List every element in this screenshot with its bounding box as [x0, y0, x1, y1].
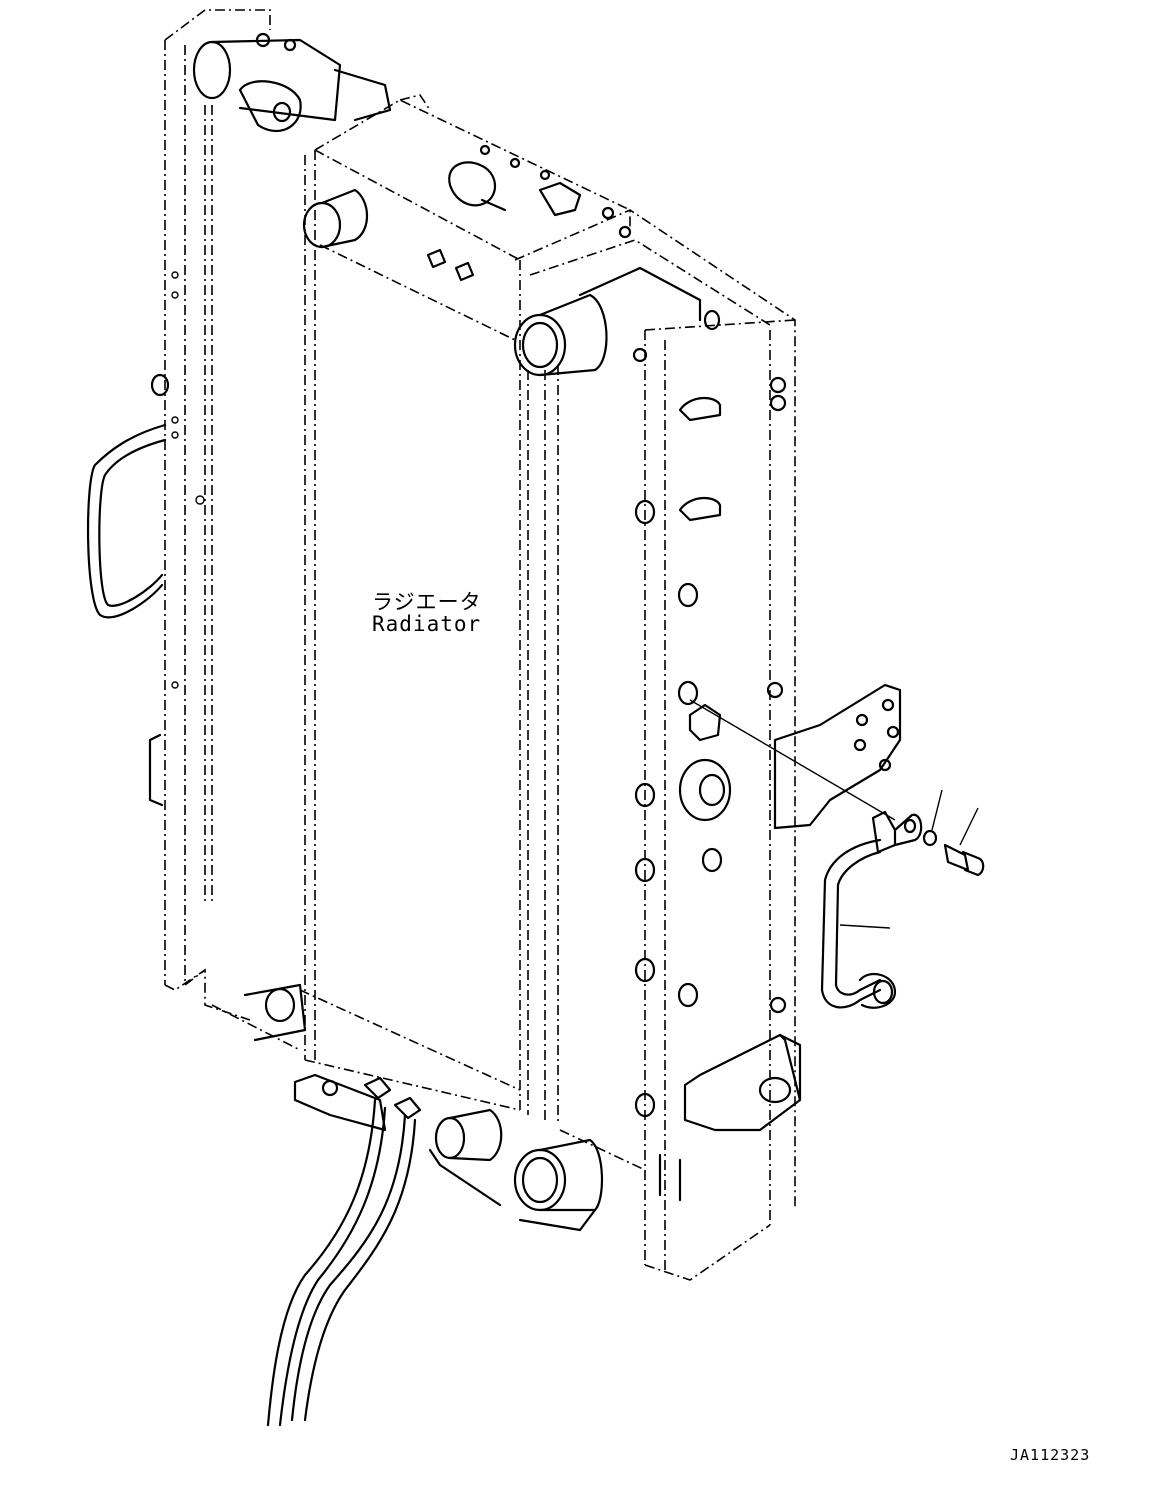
top-fittings: [302, 144, 632, 282]
left-handle: [86, 271, 205, 807]
radiator-label-japanese: ラジエータ: [372, 590, 482, 614]
mounting-bracket: [689, 683, 902, 830]
upper-right-outlet: [513, 266, 702, 377]
tank-bosses: [632, 309, 787, 1118]
upper-left-inlet: [192, 32, 392, 133]
left-frame: [164, 9, 301, 1051]
washer-and-bolt: [922, 789, 985, 877]
lower-hoses: [266, 1098, 417, 1427]
right-tank: [514, 209, 796, 1281]
radiator-core: [299, 94, 631, 1125]
drawing-number: JA112323: [1010, 1446, 1091, 1464]
bottom-fittings: [243, 983, 603, 1232]
radiator-label-english: Radiator: [372, 612, 482, 636]
handle-part: [820, 810, 923, 1009]
lower-foot: [658, 1033, 802, 1202]
